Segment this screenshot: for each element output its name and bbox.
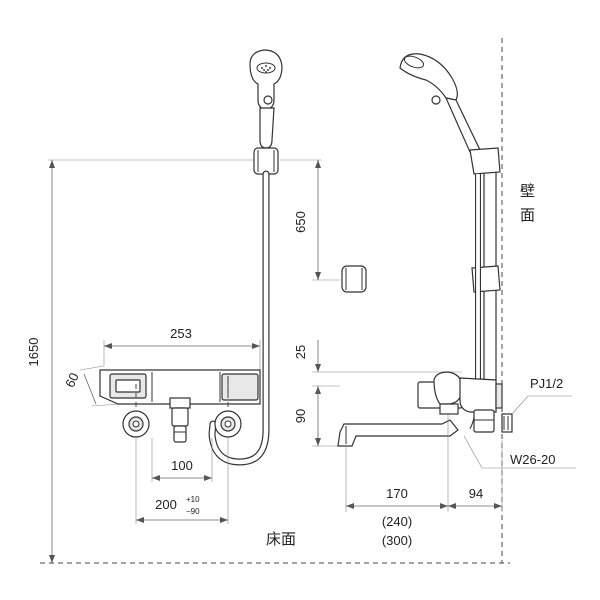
- dimension-300-label: (300): [382, 533, 412, 548]
- shower-head: [249, 49, 283, 149]
- w26-thread-label: W26-20: [510, 452, 556, 467]
- dimension-90: 90: [293, 386, 340, 447]
- dimension-25-label: 25: [293, 345, 308, 359]
- floor-label: 床面: [266, 530, 296, 548]
- left-inlet-fitting: [122, 384, 150, 438]
- wall-label-line1: 壁: [520, 182, 535, 200]
- dimension-240-label: (240): [382, 514, 412, 529]
- dimension-100: 100: [152, 458, 212, 481]
- shower-holder: [253, 147, 279, 175]
- wall-hanger: [341, 265, 367, 293]
- dimension-60-label: 60: [62, 370, 82, 389]
- shower-head-side: [399, 53, 481, 153]
- slide-bar-side: [469, 147, 501, 401]
- dimension-650: 650: [280, 159, 340, 281]
- pj-thread-label: PJ1/2: [530, 376, 563, 391]
- dimension-total-height: 1650: [26, 159, 255, 563]
- wall-label-line2: 面: [520, 206, 535, 224]
- dimension-253: 253: [103, 326, 261, 372]
- dimension-200: 200 +10 −90: [136, 495, 228, 523]
- tolerance-minus: −90: [186, 507, 200, 516]
- tolerance-plus: +10: [186, 495, 200, 504]
- w26-leader: W26-20: [463, 435, 576, 469]
- dimension-100-label: 100: [171, 458, 193, 473]
- spout-side: [337, 419, 459, 447]
- pj-fitting: PJ1/2: [501, 376, 572, 433]
- side-view: 壁 面 25: [293, 38, 576, 563]
- right-inlet-fitting: [214, 384, 242, 438]
- dimension-94: 94: [448, 486, 502, 509]
- total-height-label: 1650: [26, 338, 41, 367]
- dimension-90-label: 90: [293, 409, 308, 423]
- dimension-650-label: 650: [293, 211, 308, 233]
- dimension-170-label: 170: [386, 486, 408, 501]
- dimension-200-label: 200: [155, 497, 177, 512]
- dimension-60: 60: [62, 365, 121, 407]
- faucet-body-side: [417, 371, 503, 433]
- front-view: 1650: [26, 49, 510, 564]
- dimension-253-label: 253: [170, 326, 192, 341]
- faucet-body-front: [99, 369, 261, 443]
- dimension-25: 25: [293, 340, 462, 394]
- dimension-170: 170 (240) (300): [345, 414, 503, 548]
- dimension-94-label: 94: [469, 486, 483, 501]
